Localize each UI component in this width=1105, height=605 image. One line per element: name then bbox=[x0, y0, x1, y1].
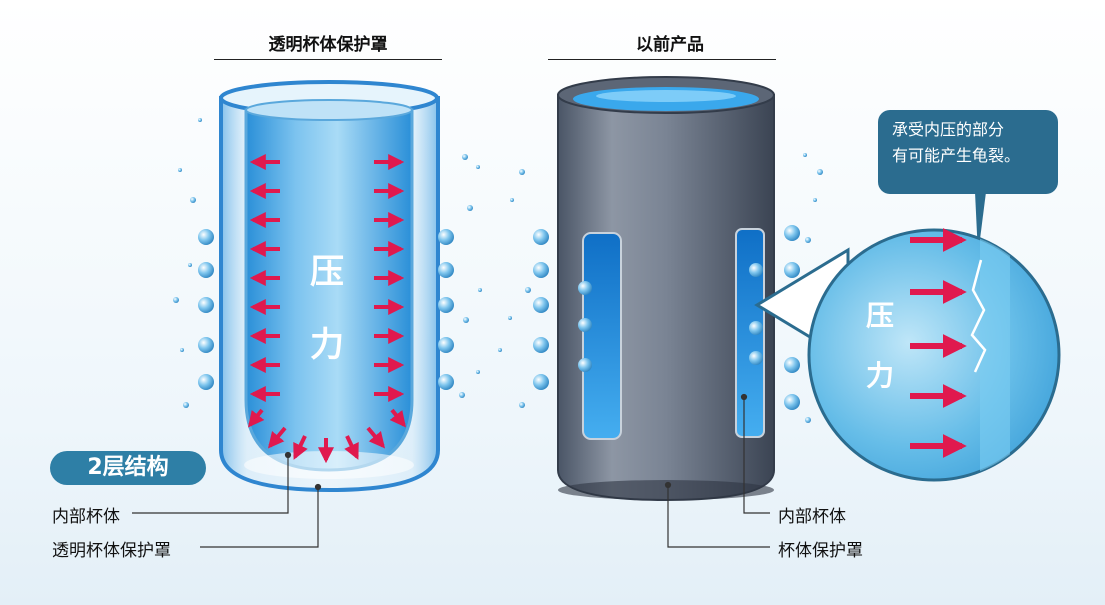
water-drop-icon bbox=[198, 118, 202, 122]
water-drop-icon bbox=[438, 229, 454, 245]
right-section-title: 以前产品 bbox=[636, 35, 704, 55]
two-layer-structure-badge: 2层结构 bbox=[50, 451, 206, 485]
water-drop-icon bbox=[784, 262, 800, 278]
zoom-pressure-char-1: 压 bbox=[866, 299, 894, 332]
pressure-arrow bbox=[366, 426, 386, 449]
water-drop-icon bbox=[578, 318, 592, 332]
water-drop-icon bbox=[180, 348, 184, 352]
left-title-underline bbox=[214, 59, 442, 60]
water-drop-icon bbox=[533, 297, 549, 313]
pressure-arrow bbox=[248, 408, 265, 428]
water-drop-icon bbox=[190, 197, 196, 203]
zoom-view bbox=[807, 228, 1061, 482]
water-drop-icon bbox=[463, 317, 469, 323]
water-drop-icon bbox=[198, 262, 214, 278]
water-drop-icon bbox=[173, 297, 179, 303]
pressure-arrow bbox=[267, 426, 287, 449]
water-drops-right bbox=[498, 153, 823, 423]
water-drop-icon bbox=[805, 237, 811, 243]
water-drop-icon bbox=[784, 357, 800, 373]
pressure-char-1: 压 bbox=[310, 252, 344, 292]
water-drop-icon bbox=[749, 321, 763, 335]
water-drop-icon bbox=[533, 337, 549, 353]
water-drop-icon bbox=[508, 316, 512, 320]
water-drop-icon bbox=[805, 417, 811, 423]
left-section-title: 透明杯体保护罩 bbox=[268, 35, 388, 55]
water-drop-icon bbox=[578, 358, 592, 372]
water-drop-icon bbox=[462, 154, 468, 160]
water-drop-icon bbox=[533, 262, 549, 278]
left-inner-label: 内部杯体 bbox=[52, 507, 120, 527]
pressure-arrow bbox=[344, 435, 359, 460]
callout-line-1: 承受内压的部分 bbox=[892, 120, 1005, 139]
right-title-underline bbox=[548, 59, 776, 60]
water-drop-icon bbox=[519, 402, 525, 408]
water-drop-icon bbox=[198, 374, 214, 390]
pressure-arrow bbox=[389, 408, 406, 428]
water-drop-icon bbox=[803, 153, 807, 157]
callout-line-2: 有可能产生龟裂。 bbox=[892, 146, 1021, 165]
water-drop-icon bbox=[784, 225, 800, 241]
crack-line bbox=[970, 259, 987, 373]
water-drop-icon bbox=[183, 402, 189, 408]
water-drop-icon bbox=[784, 394, 800, 410]
water-drop-icon bbox=[578, 281, 592, 295]
water-drop-icon bbox=[533, 374, 549, 390]
water-drop-icon bbox=[478, 288, 482, 292]
water-drop-icon bbox=[438, 374, 454, 390]
water-drop-icon bbox=[817, 169, 823, 175]
water-drop-icon bbox=[533, 229, 549, 245]
water-drop-icon bbox=[498, 348, 502, 352]
left-window-slot bbox=[582, 232, 622, 440]
water-drop-icon bbox=[813, 198, 817, 202]
water-drop-icon bbox=[438, 337, 454, 353]
right-window-slot bbox=[735, 228, 765, 438]
water-drop-icon bbox=[438, 262, 454, 278]
pressure-char-2: 力 bbox=[310, 325, 344, 365]
water-drop-icon bbox=[510, 198, 514, 202]
water-drop-icon bbox=[519, 169, 525, 175]
pressure-arrow bbox=[293, 435, 308, 460]
water-drop-icon bbox=[198, 297, 214, 313]
water-drop-icon bbox=[178, 168, 182, 172]
water-drop-icon bbox=[749, 263, 763, 277]
pressure-arrows bbox=[248, 154, 406, 464]
metal-cup bbox=[557, 76, 775, 502]
water-drop-icon bbox=[198, 229, 214, 245]
water-drop-icon bbox=[476, 165, 480, 169]
water-drop-icon bbox=[525, 287, 531, 293]
water-drop-icon bbox=[476, 370, 480, 374]
water-drop-icon bbox=[459, 392, 465, 398]
water-drop-icon bbox=[198, 337, 214, 353]
leader-lines bbox=[132, 393, 770, 548]
water-drop-icon bbox=[438, 297, 454, 313]
water-drop-icon bbox=[188, 263, 192, 267]
left-cover-label: 透明杯体保护罩 bbox=[52, 541, 171, 561]
zoom-pressure-char-2: 力 bbox=[866, 359, 894, 392]
right-cover-label: 杯体保护罩 bbox=[778, 541, 863, 561]
water-drop-icon bbox=[749, 351, 763, 365]
water-drops-left bbox=[173, 118, 482, 408]
right-inner-label: 内部杯体 bbox=[778, 507, 846, 527]
water-drop-icon bbox=[467, 205, 473, 211]
crack-warning-callout: 承受内压的部分 有可能产生龟裂。 bbox=[878, 110, 1058, 194]
